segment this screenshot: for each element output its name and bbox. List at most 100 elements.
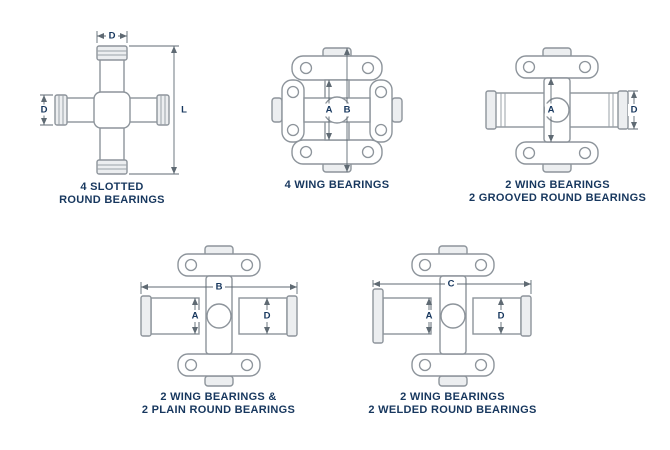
wing-plain-diagram: B A D (140, 245, 298, 387)
dimension-lines: A B (323, 48, 353, 172)
dim-label-l: L (181, 105, 187, 116)
dim-label-a: A (192, 311, 199, 322)
center-hub (93, 91, 131, 129)
dimension-lines: B A D (140, 281, 298, 334)
bottom-bearing-cap (438, 375, 468, 387)
dim-label-bg (445, 278, 457, 290)
figure-caption: 4 WING BEARINGS (285, 179, 390, 192)
right-trunnion (126, 97, 160, 123)
dim-label-bg (106, 30, 118, 42)
left-bearing-end (484, 90, 497, 130)
bottom-trunnion (99, 123, 125, 163)
caption-line-2: ROUND BEARINGS (59, 194, 165, 206)
bolt-hole (361, 145, 375, 159)
dimension-lines: C A D (372, 278, 532, 334)
dim-label-d: D (264, 311, 271, 322)
figure-caption: 2 WING BEARINGS 2 WELDED ROUND BEARINGS (368, 391, 536, 417)
left-trunnion (64, 97, 98, 123)
caption-line-1: 4 WING BEARINGS (284, 179, 390, 191)
figure-wing-grooved-round-bearings: A D 2 WING BEARINGS 2 GROOVED ROUND BEAR… (469, 26, 646, 205)
top-slotted-bearing (96, 45, 128, 61)
right-round-bearing (566, 92, 621, 128)
bolt-hole (474, 358, 488, 372)
left-bearing-cap (271, 97, 283, 123)
dimension-lines: D D L (38, 30, 187, 175)
dim-label-bg (341, 103, 353, 117)
dim-label-bg (38, 104, 50, 116)
bottom-slot (97, 164, 127, 170)
weld-flange (372, 288, 384, 344)
left-slot (58, 95, 64, 125)
figure-slotted-round-bearings: D D L 4 SLOTTED ROUND BEARINGS (27, 18, 197, 207)
bolt-hole (374, 123, 388, 137)
bolt-hole (240, 358, 254, 372)
left-slotted-bearing (54, 94, 68, 126)
left-round-bearing (492, 92, 547, 128)
dim-label-d: D (498, 311, 505, 322)
dim-label-bg (423, 310, 435, 322)
center-hub (440, 303, 466, 329)
wing-grooved-diagram: A D (484, 47, 640, 173)
u-joint-body (372, 245, 532, 387)
dim-label-c: C (448, 279, 455, 290)
caption-line-1: 2 WING BEARINGS & (160, 391, 277, 403)
figure-wing-welded-round-bearings: C A D 2 WING BEARINGS 2 WELDED ROUND BEA… (365, 232, 540, 417)
dim-label-b: B (216, 282, 223, 293)
bolt-hole (418, 258, 432, 272)
figure-caption: 4 SLOTTED ROUND BEARINGS (59, 181, 165, 207)
right-bearing-end (286, 295, 298, 337)
bolt-hole (286, 85, 300, 99)
dim-label-d-top: D (109, 31, 116, 42)
dim-extension-right (129, 45, 179, 175)
dim-label-a: A (426, 311, 433, 322)
caption-line-1: 2 WING BEARINGS (505, 179, 610, 191)
dim-label-bg (213, 281, 225, 293)
dim-label-a: A (326, 105, 333, 116)
caption-line-2: 2 PLAIN ROUND BEARINGS (141, 404, 296, 416)
bolt-hole (522, 60, 535, 74)
right-bearing-cap (391, 97, 403, 123)
figure-caption: 2 WING BEARINGS 2 GROOVED ROUND BEARINGS (469, 179, 646, 205)
bolt-hole (374, 85, 388, 99)
figure-wing-plain-round-bearings: B A D 2 WING BEARINGS & 2 PLAIN ROUND BE… (131, 232, 306, 417)
dim-label-bg (627, 104, 640, 116)
figure-caption: 2 WING BEARINGS & 2 PLAIN ROUND BEARINGS (142, 391, 295, 417)
dim-label-b: B (344, 105, 351, 116)
bolt-hole (299, 61, 313, 75)
dim-label-bg (544, 103, 557, 117)
top-trunnion (99, 57, 125, 97)
right-groove (608, 93, 614, 127)
bolt-hole (418, 358, 432, 372)
bolt-hole (578, 146, 591, 160)
u-joint-body (140, 245, 298, 387)
dim-label-d: D (630, 105, 637, 116)
caption-line-1: 2 WING BEARINGS (400, 391, 505, 403)
bolt-hole (184, 258, 198, 272)
caption-line-2: 2 GROOVED ROUND BEARINGS (469, 192, 647, 204)
bolt-hole (474, 258, 488, 272)
right-bearing-end (616, 90, 629, 130)
dim-label-bg (495, 310, 507, 322)
bolt-hole (299, 145, 313, 159)
dim-label-bg (323, 103, 335, 117)
bottom-bearing-cap (204, 375, 234, 387)
bolt-hole (522, 146, 535, 160)
bolt-hole (361, 61, 375, 75)
right-slotted-bearing (156, 94, 170, 126)
dim-label-bg (261, 310, 273, 322)
u-joint-body (271, 47, 403, 173)
left-groove (500, 93, 506, 127)
right-bearing-end (520, 295, 532, 337)
top-slot (97, 50, 127, 56)
dim-label-d-left: D (41, 105, 48, 116)
caption-line-2: 2 WELDED ROUND BEARINGS (368, 404, 537, 416)
slotted-round-bearings-diagram: D D L (38, 30, 187, 175)
caption-line-1: 4 SLOTTED (80, 181, 144, 193)
wing-welded-diagram: C A D (372, 245, 532, 387)
wing-bearings-diagram: A B (271, 47, 403, 173)
bottom-slotted-bearing (96, 159, 128, 175)
dimension-lines: A D (544, 78, 640, 142)
left-bearing-end (140, 295, 152, 337)
bolt-hole (240, 258, 254, 272)
